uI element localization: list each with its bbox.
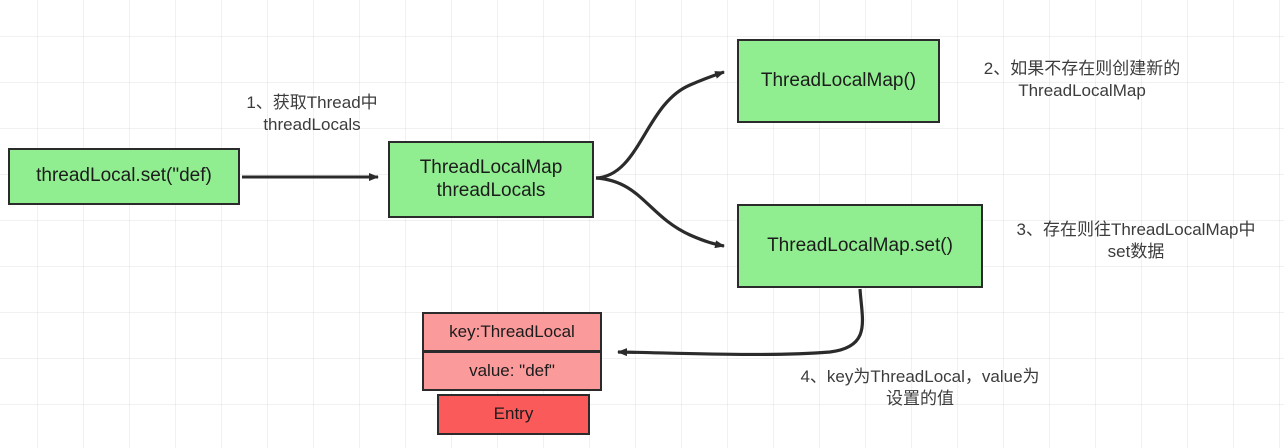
node-entry-value[interactable]: value: "def" xyxy=(422,351,602,391)
note-step-1: 1、获取Thread中 threadLocals xyxy=(246,93,378,135)
note-step-2: 2、如果不存在则创建新的 ThreadLocalMap xyxy=(983,59,1181,101)
edge-threadlocals-to-map-ctor xyxy=(595,70,725,180)
node-threadlocalmap-constructor[interactable]: ThreadLocalMap() xyxy=(737,39,940,123)
note-step-4: 4、key为ThreadLocal，value为 设置的值 xyxy=(800,367,1040,409)
node-entry-label[interactable]: Entry xyxy=(437,394,590,435)
edge-map-set-to-entry xyxy=(617,288,865,357)
node-threadlocal-set[interactable]: threadLocal.set("def) xyxy=(8,148,240,205)
note-step-3: 3、存在则往ThreadLocalMap中 set数据 xyxy=(1016,220,1256,262)
node-threadlocals[interactable]: ThreadLocalMap threadLocals xyxy=(388,141,594,218)
node-threadlocalmap-set[interactable]: ThreadLocalMap.set() xyxy=(737,204,983,288)
node-entry-key[interactable]: key:ThreadLocal xyxy=(422,312,602,352)
edge-threadlocals-to-map-set xyxy=(595,176,725,249)
